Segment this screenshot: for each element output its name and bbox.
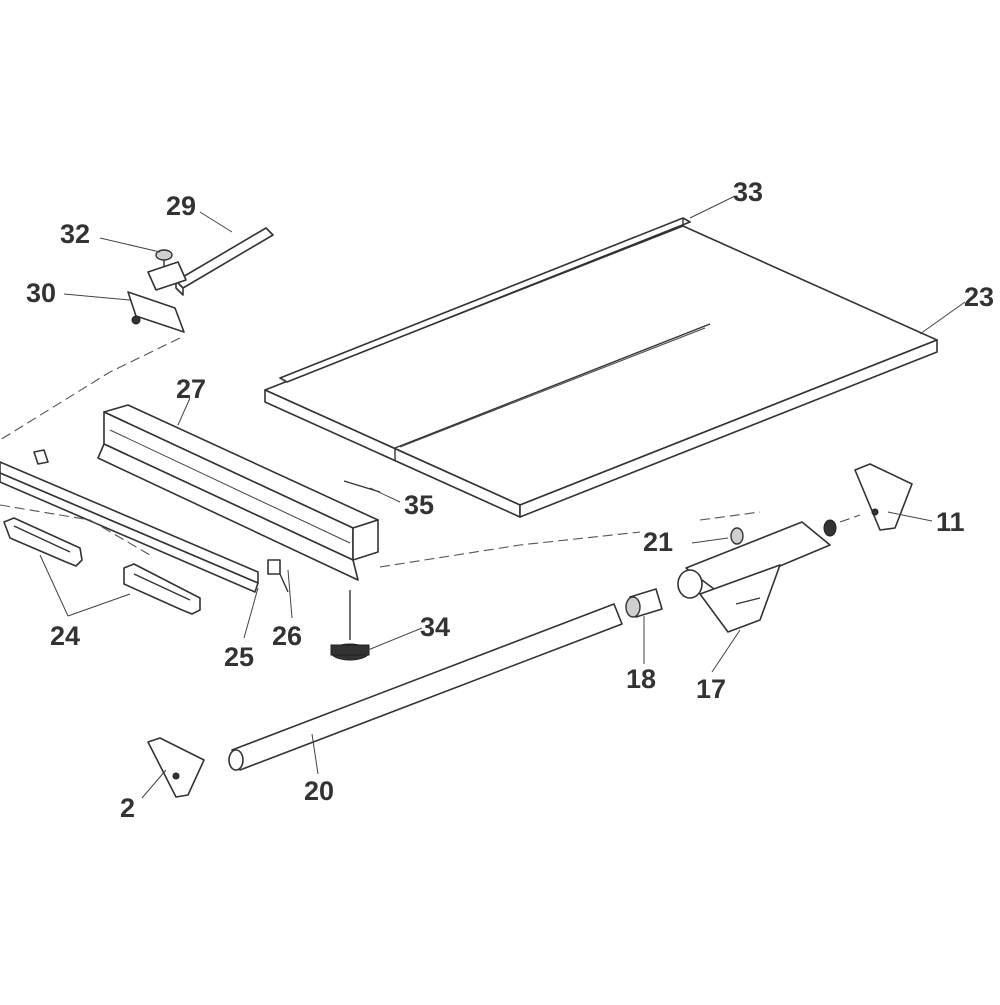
callout-20: 20 <box>304 776 334 806</box>
callout-32: 32 <box>60 219 90 249</box>
callout-17: 17 <box>696 674 726 704</box>
bolt-small <box>33 449 49 465</box>
part-24-handle-right <box>123 563 201 615</box>
callout-21: 21 <box>643 527 673 557</box>
callout-labels: 33 23 29 32 30 27 35 11 21 24 25 26 34 1… <box>26 177 994 823</box>
part-29-fence-bar <box>175 227 274 296</box>
part-2-end-bracket <box>147 737 205 798</box>
callout-30: 30 <box>26 278 56 308</box>
callout-33: 33 <box>733 177 763 207</box>
callout-26: 26 <box>272 621 302 651</box>
callout-27: 27 <box>176 374 206 404</box>
alignment-lines <box>0 337 861 568</box>
part-27-front-rail <box>97 404 379 581</box>
part-33-edge-rail <box>279 217 691 383</box>
part-20-tube <box>228 603 623 771</box>
callout-29: 29 <box>166 191 196 221</box>
part-24-handle-left <box>3 517 83 567</box>
part-26-bracket <box>267 559 289 593</box>
callout-24: 24 <box>50 621 80 651</box>
part-25-rear-rail <box>0 461 259 593</box>
part-34-leveling-foot <box>330 590 370 661</box>
part-30-fence-clamp <box>127 261 187 333</box>
part-17-support-bracket <box>677 521 831 633</box>
part-23-table-top <box>264 225 938 518</box>
leader-lines <box>39 195 966 799</box>
part-11-end-bracket <box>854 463 913 531</box>
callout-2: 2 <box>120 793 135 823</box>
callout-11: 11 <box>936 507 965 537</box>
part-18-bushing <box>625 588 663 618</box>
callout-34: 34 <box>420 612 450 642</box>
part-21-collar <box>730 519 837 545</box>
callout-23: 23 <box>964 282 994 312</box>
callout-35: 35 <box>404 490 434 520</box>
callout-25: 25 <box>224 642 254 672</box>
callout-18: 18 <box>626 664 656 694</box>
